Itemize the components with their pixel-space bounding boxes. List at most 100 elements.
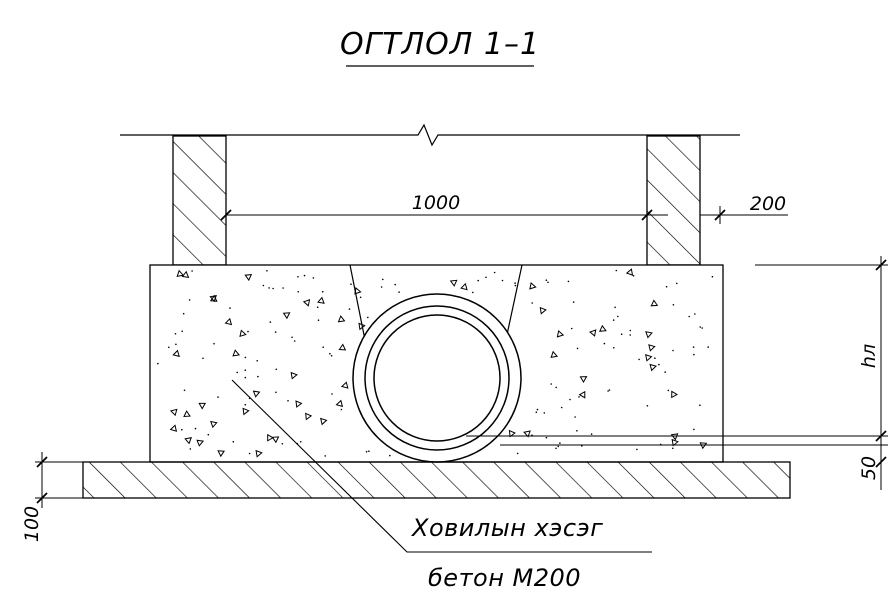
- aggregate-dot: [559, 442, 561, 444]
- aggregate-triangle: [209, 294, 218, 302]
- aggregate-dot: [247, 330, 249, 333]
- aggregate-triangle: [295, 400, 303, 408]
- aggregate-dot: [389, 454, 391, 457]
- aggregate-dot: [547, 281, 549, 284]
- aggregate-triangle: [210, 420, 218, 429]
- aggregate-dot: [485, 276, 487, 279]
- aggregate-dot: [291, 336, 293, 339]
- aggregate-dot: [638, 358, 640, 361]
- aggregate-dot: [183, 389, 186, 392]
- aggregate-triangle: [671, 438, 679, 447]
- break-line: [120, 123, 740, 147]
- aggregate-dot: [569, 398, 571, 401]
- aggregate-dot: [232, 440, 235, 443]
- aggregate-triangle: [449, 279, 458, 287]
- aggregate-dot: [613, 347, 615, 349]
- aggregate-dot: [317, 319, 320, 322]
- aggregate-triangle: [556, 330, 565, 338]
- aggregate-triangle: [232, 349, 241, 357]
- concrete-aggregate: [157, 268, 714, 458]
- aggregate-dot: [316, 306, 319, 309]
- aggregate-dot: [570, 327, 573, 330]
- section-title: ОГТЛОЛ 1–1: [340, 27, 540, 62]
- aggregate-triangle: [239, 329, 247, 338]
- aggregate-dot: [331, 393, 333, 395]
- aggregate-dot: [293, 340, 296, 342]
- aggregate-dot: [348, 308, 351, 310]
- dim-tick-50-bot: [875, 456, 887, 468]
- right-wall: [646, 135, 701, 266]
- aggregate-dot: [287, 400, 289, 402]
- aggregate-dot: [262, 284, 265, 287]
- label-line-1: Ховилын хэсэг: [410, 514, 603, 542]
- aggregate-dot: [207, 433, 210, 436]
- aggregate-dot: [248, 452, 251, 455]
- aggregate-dot: [555, 386, 557, 389]
- aggregate-triangle: [252, 390, 261, 398]
- aggregate-triangle: [649, 363, 657, 372]
- aggregate-triangle: [523, 430, 531, 438]
- aggregate-dot: [555, 447, 557, 450]
- aggregate-triangle: [589, 329, 597, 337]
- aggregate-dot: [543, 412, 546, 414]
- aggregate-dot: [688, 315, 690, 318]
- aggregate-dot: [516, 452, 519, 455]
- aggregate-dot: [382, 278, 384, 281]
- aggregate-triangle: [671, 390, 679, 399]
- aggregate-dot: [654, 357, 656, 360]
- aggregate-dot: [545, 279, 548, 282]
- aggregate-dot: [191, 270, 193, 272]
- aggregate-triangle: [598, 324, 607, 332]
- aggregate-triangle: [196, 439, 205, 447]
- aggregate-dot: [312, 277, 315, 279]
- aggregate-triangle: [244, 274, 253, 282]
- aggregate-dot: [350, 283, 352, 286]
- aggregate-dot: [269, 321, 272, 323]
- aggregate-dot: [398, 291, 400, 293]
- aggregate-dot: [550, 383, 552, 385]
- aggregate-triangle: [282, 312, 291, 320]
- aggregate-dot: [612, 319, 615, 321]
- aggregate-dot: [282, 287, 284, 289]
- aggregate-dot: [701, 327, 703, 329]
- aggregate-dot: [268, 287, 270, 289]
- aggregate-triangle: [271, 436, 280, 444]
- aggregate-triangle: [460, 282, 468, 291]
- aggregate-dot: [281, 443, 284, 445]
- aggregate-triangle: [508, 429, 516, 438]
- aggregate-dot: [672, 447, 674, 450]
- aggregate-dot: [274, 331, 277, 333]
- left-wall: [172, 135, 227, 266]
- aggregate-dot: [501, 279, 504, 282]
- pipe-middle: [364, 305, 510, 451]
- aggregate-triangle: [645, 354, 653, 362]
- aggregate-dot: [614, 306, 616, 309]
- aggregate-dot: [168, 346, 170, 349]
- aggregate-dot: [617, 315, 619, 318]
- dim-tick-hl-top: [875, 259, 887, 271]
- aggregate-triangle: [184, 437, 192, 445]
- aggregate-dot: [330, 355, 333, 357]
- aggregate-dot: [574, 416, 576, 418]
- aggregate-triangle: [337, 315, 346, 323]
- aggregate-dot: [607, 390, 609, 392]
- aggregate-dot: [236, 371, 238, 374]
- aggregate-dot: [672, 304, 675, 306]
- aggregate-dot: [297, 291, 300, 293]
- aggregate-triangle: [198, 402, 207, 410]
- aggregate-triangle: [320, 417, 328, 426]
- aggregate-dot: [359, 296, 362, 299]
- aggregate-dot: [213, 342, 215, 345]
- aggregate-triangle: [650, 299, 659, 307]
- aggregate-dot: [340, 408, 343, 411]
- aggregate-dot: [181, 428, 183, 431]
- aggregate-triangle: [340, 381, 349, 389]
- aggregate-triangle: [625, 268, 634, 276]
- aggregate-triangle: [578, 390, 586, 399]
- aggregate-dot: [536, 408, 539, 411]
- aggregate-dot: [632, 275, 635, 277]
- aggregate-dot: [560, 406, 563, 409]
- aggregate-dot: [244, 356, 247, 359]
- aggregate-dot: [514, 284, 517, 287]
- aggregate-dot: [157, 362, 159, 365]
